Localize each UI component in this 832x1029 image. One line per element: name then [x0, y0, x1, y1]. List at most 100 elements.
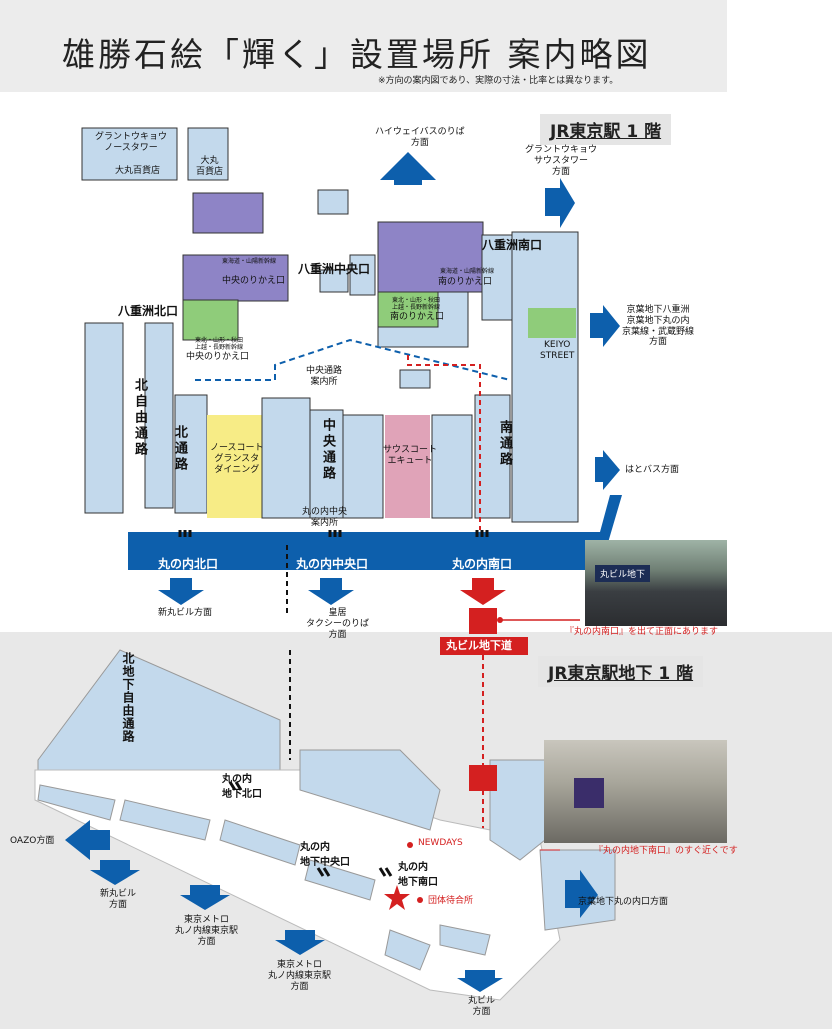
label-south-transfer-2: 南のりかえ口	[390, 312, 445, 322]
label-granto-north: グラントウキョウ ノースタワー	[95, 132, 168, 153]
label-marubiru-ug: 丸ビル 方面	[468, 996, 496, 1017]
kiosk-central	[317, 189, 349, 215]
label-marubiru-underground: 丸ビル地下道	[446, 639, 512, 652]
strip-2	[119, 799, 211, 841]
south-transfer-gate-area	[377, 291, 439, 328]
label-hato-bus: はとバス方面	[625, 465, 680, 475]
strip-3	[219, 819, 301, 866]
central-passage-kiosk	[399, 369, 431, 389]
stairs-red-ug	[469, 765, 497, 791]
north-court	[207, 415, 262, 518]
photo-marunouchi-ug-south	[544, 740, 727, 843]
label-photo2-caption: 『丸の内地下南口』のすぐ近くです	[594, 846, 738, 856]
label-metro2: 東京メトロ 丸ノ内線東京駅 方面	[268, 960, 332, 992]
strip-1	[37, 784, 116, 821]
basement-center-block	[299, 749, 441, 831]
metro2-arrow	[275, 930, 325, 955]
label-yaesu-north-gate: 八重洲北口	[118, 304, 179, 318]
title-bar	[0, 0, 727, 92]
label-yaesu-south-gate: 八重洲南口	[482, 238, 543, 252]
label-central-aisle: 中央通路	[320, 418, 335, 482]
strip-5	[384, 929, 431, 971]
label-m-north-gate: 丸の内北口	[158, 557, 219, 571]
central-transfer-gate-area	[182, 299, 239, 341]
label-marunouchi-info: 丸の内中央 案内所	[302, 507, 348, 528]
photo2-display	[574, 778, 604, 808]
page-title: 雄勝石絵「輝く」設置場所 案内略図	[62, 35, 652, 74]
label-keiyo-street: KEIYO STREET	[540, 340, 575, 361]
scale-note: ※方向の案内図であり、実際の寸法・比率とは異なります。	[378, 76, 619, 86]
floor-label-upper: JR東京駅 1 階	[540, 114, 672, 145]
metro1-arrow	[180, 885, 230, 910]
label-south-transfer: 南のりかえ口	[438, 277, 493, 287]
label-north-court: ノースコート グランスタ ダイニング	[210, 443, 264, 475]
south-left-block	[431, 414, 473, 519]
central-right-block	[342, 414, 384, 519]
strip-4	[304, 859, 376, 901]
central-aisle-area	[309, 409, 344, 519]
label-south-court: サウスコート エキュート	[383, 445, 438, 466]
keiyo-ug-arrow	[565, 870, 598, 918]
marubiru-ug-arrow	[457, 970, 503, 992]
north-column	[144, 322, 174, 509]
label-metro1: 東京メトロ 丸ノ内線東京駅 方面	[175, 915, 239, 947]
label-yaesu-central-gate: 八重洲中央口	[298, 262, 371, 276]
oazo-arrow	[65, 820, 110, 860]
central-transfer-platform	[182, 254, 289, 302]
photo1-sign: 丸ビル地下	[595, 565, 651, 582]
basement-right-block	[489, 759, 546, 861]
platform-north-top	[192, 192, 264, 234]
label-kokyo-dir: 皇居 タクシーのりば 方面	[306, 608, 370, 640]
label-granto-south: グラントウキョウ サウスタワー 方面	[525, 145, 598, 177]
label-south-aisle: 南通路	[497, 420, 512, 468]
south-transfer-platform	[377, 221, 484, 293]
label-central-passage-info: 中央通路 案内所	[306, 366, 343, 387]
strip-6	[439, 924, 491, 956]
gate-marks	[178, 530, 489, 877]
granto-north-tower	[81, 127, 178, 181]
keiyo-arrow	[590, 305, 620, 347]
marunouchi-gate-bar	[128, 495, 622, 570]
photo-marunouchi-south: 丸ビル地下	[585, 540, 727, 626]
label-tohoku-2: 東北・山形・秋田 上越・長野新幹線	[392, 297, 441, 312]
central-left-block	[261, 397, 311, 519]
marubiru-red-arrow	[460, 578, 506, 605]
granto-south-arrow	[545, 178, 575, 228]
shinmaru-arrow	[158, 578, 204, 605]
label-daimaru-dept: 大丸百貨店	[115, 166, 161, 176]
label-tokaido-2: 東海道・山陽新幹線	[440, 268, 495, 275]
label-keiyo-direction: 京葉地下八重洲 京葉地下丸の内 京葉線・武蔵野線 方面	[622, 305, 695, 348]
keiyo-street-area	[528, 308, 576, 338]
label-m-ug-north: 丸の内 地下北口	[222, 774, 262, 800]
label-highway-bus: ハイウェイバスのりば 方面	[375, 127, 465, 148]
label-north-aisle: 北通路	[172, 425, 187, 473]
label-m-ug-central: 丸の内 地下中央口	[300, 842, 350, 868]
label-daimaru: 大丸 百貨店	[196, 156, 224, 177]
shinmaru-ug-arrow	[90, 860, 140, 885]
kokyo-arrow	[308, 578, 354, 605]
kiosk-central-2	[319, 269, 349, 293]
label-m-central-gate: 丸の内中央口	[296, 557, 369, 571]
marubiru-underground-label-bg	[440, 637, 528, 655]
label-oazo: OAZO方面	[10, 836, 55, 846]
hato-bus-arrow	[595, 450, 620, 490]
central-passage-path	[195, 338, 511, 381]
red-route-upper	[407, 355, 481, 530]
floor-label-lower: JR東京駅地下 1 階	[538, 656, 704, 687]
label-newdays: NEWDAYS	[418, 838, 463, 848]
label-shinmaru-dir: 新丸ビル方面	[158, 608, 213, 618]
label-m-south-gate: 丸の内南口	[452, 557, 513, 571]
label-shinmaru-ug: 新丸ビル 方面	[100, 889, 137, 910]
stairs-red	[469, 608, 497, 634]
label-m-ug-south: 丸の内 地下南口	[398, 862, 438, 888]
star-location	[384, 885, 410, 910]
label-keiyo-underground: 京葉地下丸の内口方面	[578, 897, 669, 907]
label-tohoku-1: 東北・山形・秋田 上越・長野新幹線	[195, 337, 244, 352]
north-underpass-area	[37, 649, 281, 771]
label-central-transfer-2: 中央のりかえ口	[186, 352, 250, 362]
yaesu-south-block	[481, 234, 513, 321]
label-tokaido-1: 東海道・山陽新幹線	[222, 258, 277, 265]
south-concourse	[511, 231, 579, 523]
label-group-wait: 団体待合所	[428, 896, 474, 906]
label-photo1-caption: 『丸の内南口』を出て正面にあります	[565, 627, 719, 637]
